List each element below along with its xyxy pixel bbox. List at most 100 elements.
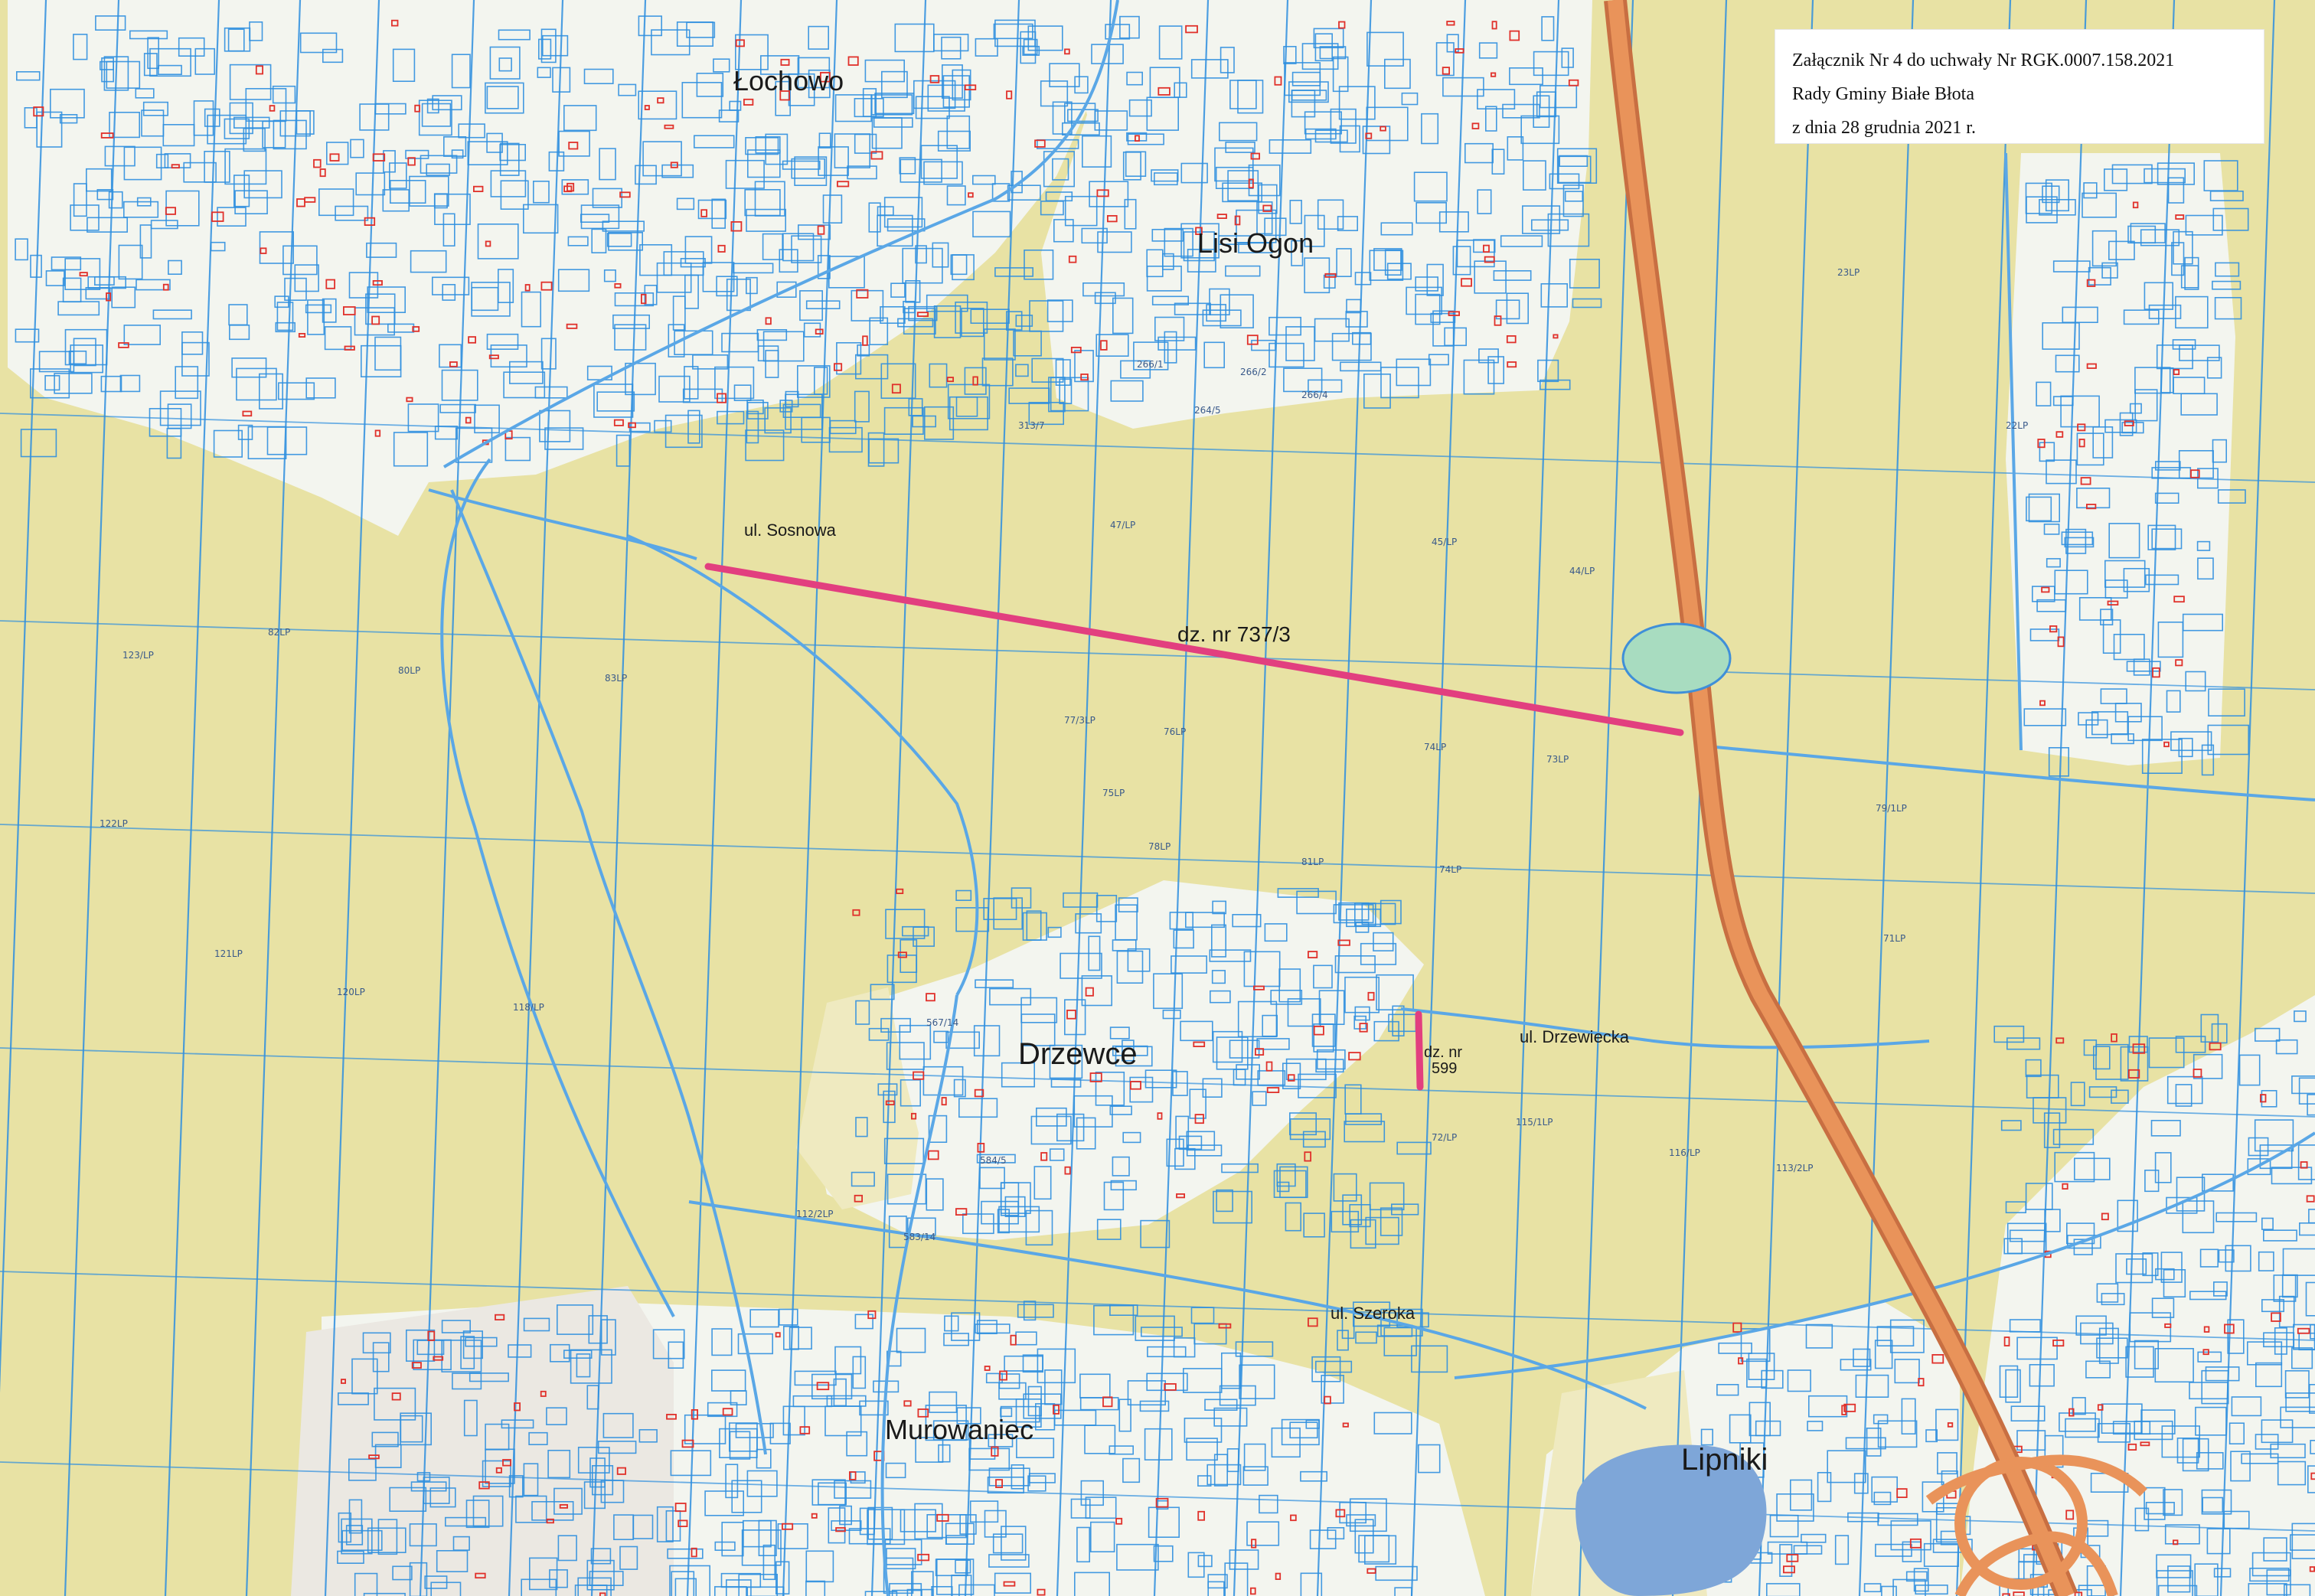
settlement-parcel — [2201, 744, 2215, 776]
settlement-parcel — [2202, 1173, 2235, 1192]
settlement-parcel — [991, 183, 1011, 202]
settlement-parcel — [734, 34, 769, 70]
settlement-parcel — [30, 254, 42, 278]
parcel-boundary — [1504, 0, 1560, 1596]
road-north-south-east — [2004, 152, 2023, 751]
settlement-parcel — [1881, 1585, 1897, 1596]
parcel-boundary — [164, 0, 220, 1596]
settlement-parcel — [2178, 737, 2193, 758]
building — [765, 317, 772, 325]
building — [1308, 951, 1318, 958]
settlement-parcel — [1873, 1414, 1889, 1425]
building — [1130, 1081, 1141, 1090]
parcel-boundary — [508, 0, 564, 1596]
building — [79, 272, 88, 277]
settlement-parcel — [908, 398, 923, 416]
settlement-parcel — [2046, 459, 2077, 485]
settlement-parcel — [702, 262, 735, 292]
settlement-parcel — [1406, 286, 1442, 315]
settlement-parcel — [2201, 1369, 2229, 1405]
settlement-parcel — [1225, 142, 1255, 153]
building — [1066, 1010, 1076, 1020]
settlement-parcel — [2247, 1341, 2283, 1366]
settlement-parcel — [1866, 1428, 1882, 1457]
settlement-parcel — [886, 1173, 927, 1205]
settlement-parcel — [64, 328, 108, 366]
settlement-parcel — [1315, 1059, 1344, 1073]
building — [1262, 204, 1272, 212]
settlement-parcel — [392, 1565, 413, 1581]
settlement-parcel — [1269, 139, 1312, 154]
settlement-parcel — [1040, 80, 1069, 107]
settlement-parcel — [903, 308, 936, 335]
settlement-parcel — [2156, 1570, 2193, 1596]
settlement-parcel — [463, 1399, 478, 1437]
settlement-parcel — [2126, 661, 2161, 672]
settlement-parcel — [1746, 1358, 1768, 1388]
building — [2193, 1069, 2202, 1078]
settlement-parcel — [387, 323, 415, 333]
settlement-parcel — [207, 114, 247, 145]
settlement-parcel — [194, 47, 216, 75]
settlement-parcel — [1236, 1064, 1261, 1080]
settlement-parcel — [1283, 367, 1323, 393]
building — [2140, 1441, 2150, 1447]
settlement-parcel — [2227, 1319, 2245, 1354]
settlement-parcel — [544, 427, 584, 450]
settlement-parcel — [2248, 1137, 2269, 1157]
settlement-parcel — [1350, 1219, 1376, 1249]
settlement-parcel — [1033, 1166, 1052, 1200]
settlement-parcel — [731, 1480, 762, 1513]
settlement-parcel — [1073, 1095, 1113, 1128]
settlement-parcel — [1354, 902, 1376, 927]
settlement-parcel — [1716, 1384, 1739, 1396]
parcel-boundary — [964, 0, 1020, 1596]
building — [2085, 504, 2097, 510]
interchange-ramp — [1954, 1531, 2118, 1596]
building — [779, 90, 790, 101]
settlement-parcel — [1491, 149, 1505, 175]
settlement-parcel — [1827, 1450, 1866, 1483]
settlement-parcel — [1313, 964, 1333, 989]
settlement-parcel — [1342, 1194, 1363, 1226]
building — [2097, 1404, 2104, 1411]
settlement-parcel — [1392, 1005, 1405, 1037]
settlement-parcel — [2255, 1362, 2283, 1388]
settlement-parcel — [2255, 1434, 2279, 1450]
settlement-parcel — [2026, 496, 2052, 522]
settlement-parcel — [183, 162, 217, 183]
settlement-parcel — [2160, 367, 2174, 393]
place-label-drzewce: Drzewce — [1018, 1037, 1138, 1071]
settlement-parcel — [1210, 990, 1231, 1004]
settlement-parcel — [1304, 257, 1331, 294]
settlement-parcel — [681, 82, 723, 119]
building — [1155, 1497, 1169, 1508]
parcel-boundary — [0, 824, 2315, 894]
settlement-parcel — [955, 907, 990, 932]
settlement-parcel — [1937, 1452, 1957, 1475]
parcel-boundary — [1153, 0, 1210, 1596]
settlement-parcel — [1173, 1337, 1196, 1358]
building — [849, 1471, 857, 1480]
building — [1080, 373, 1089, 381]
settlement-parcel — [1376, 974, 1414, 1010]
settlement-parcel — [2006, 1037, 2041, 1050]
settlement-parcel — [936, 1558, 975, 1595]
settlement-parcel — [1346, 299, 1362, 314]
settlement-parcel — [1013, 330, 1042, 357]
building — [427, 1330, 436, 1341]
settlement-parcel — [998, 1382, 1027, 1400]
settlement-parcel — [1264, 923, 1288, 942]
settlement-parcel — [713, 58, 730, 73]
settlement-parcel — [1442, 77, 1484, 97]
settlement-parcel — [2102, 619, 2121, 654]
settlement-parcel — [109, 112, 141, 139]
settlement-parcel — [20, 429, 57, 458]
settlement-parcel — [1276, 1163, 1296, 1187]
settlement-parcel — [2308, 1209, 2315, 1224]
settlement-parcel — [405, 149, 429, 159]
settlement-parcel — [229, 102, 253, 135]
settlement-parcel — [68, 350, 87, 365]
settlement-parcel — [149, 407, 182, 437]
settlement-parcel — [2255, 1027, 2281, 1042]
